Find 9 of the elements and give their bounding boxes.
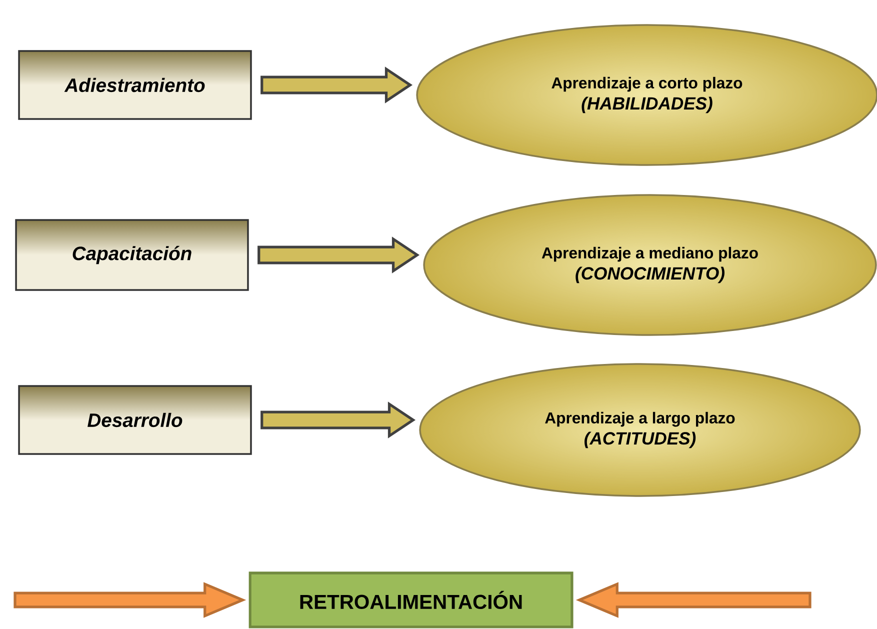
block-arrow [260, 66, 413, 104]
block-arrow [14, 582, 246, 618]
process-box: Adiestramiento [18, 50, 252, 120]
process-box: Capacitación [15, 219, 249, 291]
feedback-box: RETROALIMENTACIÓN [248, 572, 574, 628]
block-arrow [258, 236, 420, 274]
block-arrow [576, 582, 812, 618]
block-arrow [260, 402, 416, 438]
process-box: Desarrollo [18, 385, 252, 455]
